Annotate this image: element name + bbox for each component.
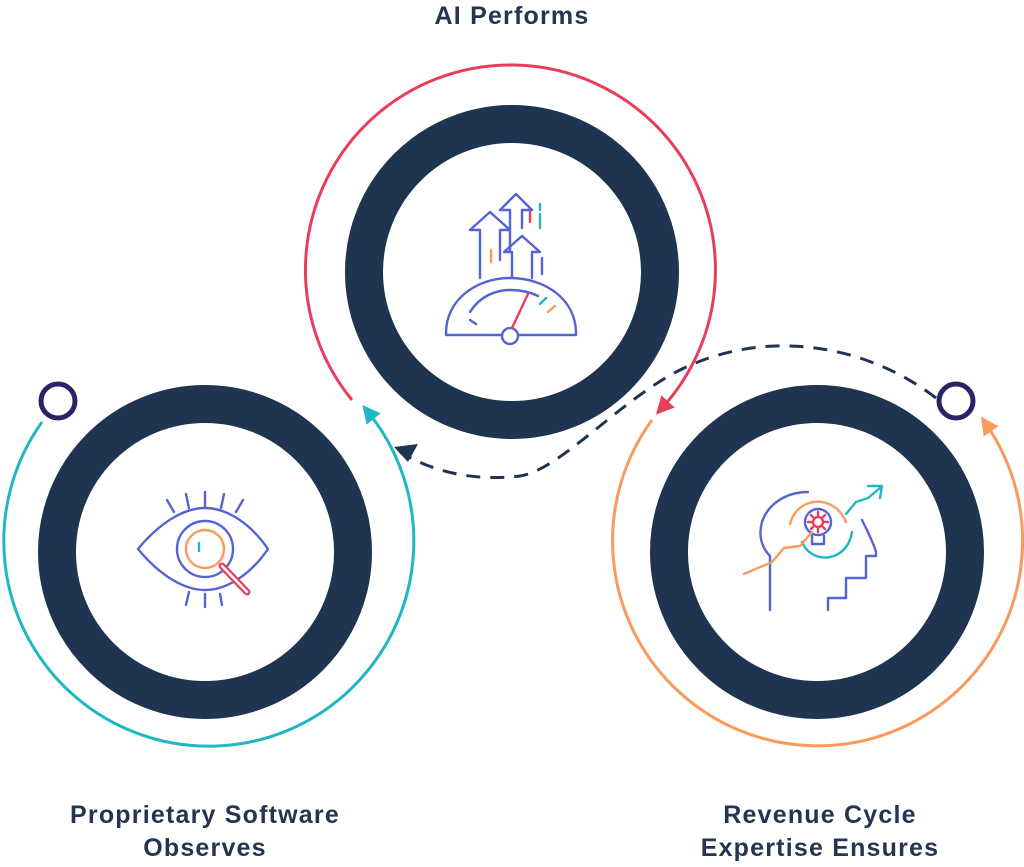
proprietary-software-label: Proprietary Software Observes (10, 799, 400, 865)
left-start-circle (38, 381, 78, 421)
proprietary-software-line2: Observes (143, 834, 267, 862)
revenue-cycle-line1: Revenue Cycle (723, 801, 917, 829)
left-teal-arc (2, 404, 416, 748)
right-ring (650, 385, 984, 719)
dashed-arrowhead (394, 444, 418, 462)
eye-magnifier-icon (136, 490, 270, 609)
dashed-connector-arrow (399, 344, 937, 480)
revenue-cycle-line2: Expertise Ensures (700, 834, 940, 862)
ai-performs-text: AI Performs (434, 2, 590, 30)
top-red-arc (303, 63, 717, 415)
speedometer-arrows-icon (444, 192, 578, 346)
proprietary-software-line1: Proprietary Software (70, 801, 340, 829)
right-start-circle (936, 381, 976, 421)
left-ring (38, 385, 372, 719)
revenue-cycle-label: Revenue Cycle Expertise Ensures (620, 799, 1020, 865)
ai-performs-label: AI Performs (312, 0, 712, 33)
right-orange-arc (611, 416, 1024, 748)
head-lightbulb-growth-icon (742, 484, 884, 612)
